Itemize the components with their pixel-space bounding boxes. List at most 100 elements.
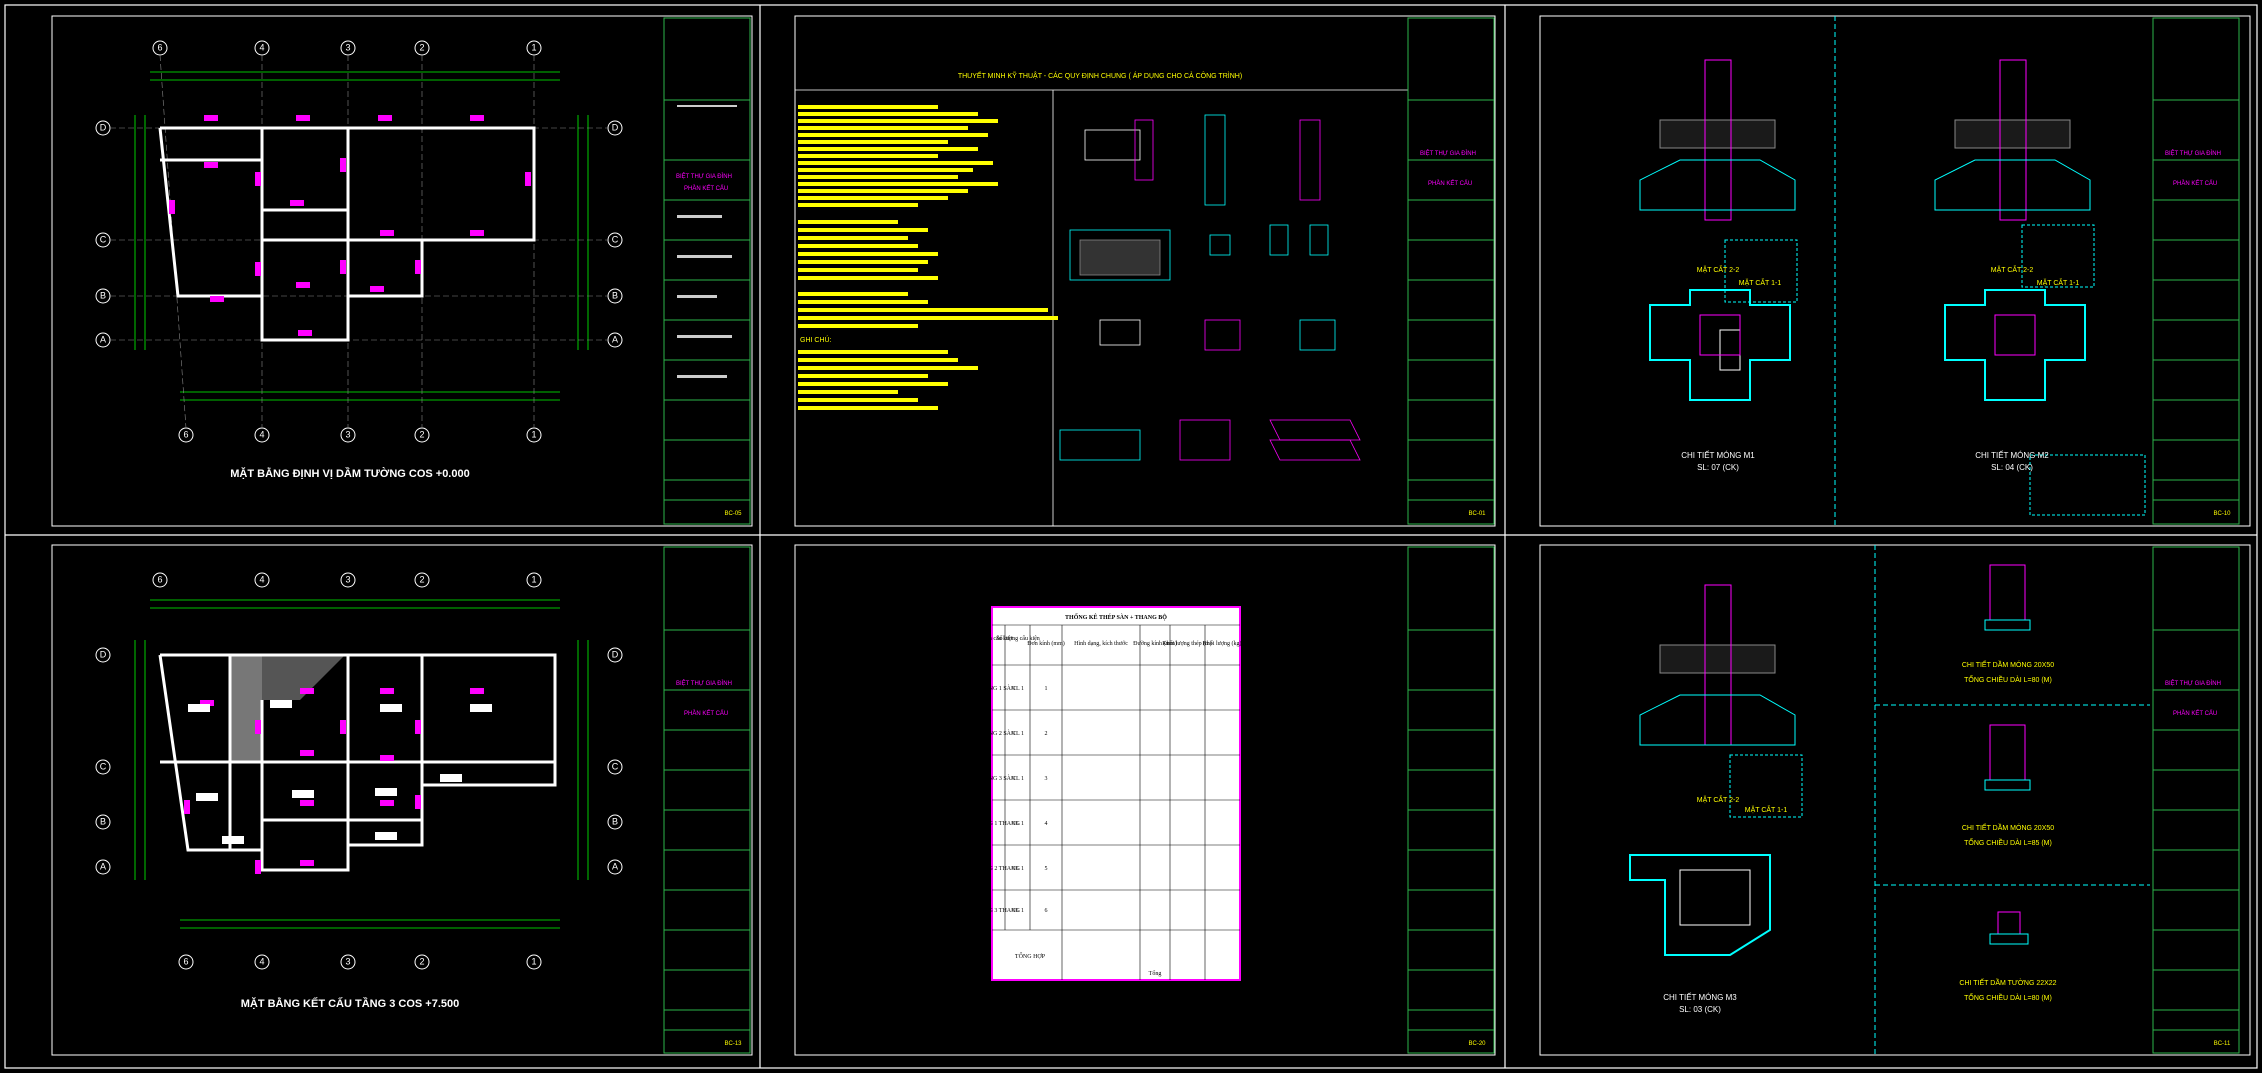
axis-label: D — [100, 122, 107, 132]
layout-grid — [4, 4, 2258, 1069]
sheet-code: BC-05 — [724, 511, 742, 517]
sheet-code: BC-13 — [724, 1041, 742, 1047]
sheet-general-notes: THUYẾT MINH KỸ THUẬT - CÁC QUY ĐỊNH CHUN… — [794, 15, 1496, 527]
rebar-detail-sketches — [1059, 114, 1361, 461]
table-header: Đường kính (mm) — [1133, 640, 1177, 647]
table-header: Hình dạng, kích thước — [1074, 641, 1128, 647]
title-block: BIỆT THỰ GIA ĐÌNH PHẦN KẾT CẤU BC-11 — [2152, 546, 2240, 1054]
table-summary-total: Tổng — [1149, 970, 1162, 977]
axis-label: 2 — [419, 42, 424, 52]
beam-title: CHI TIẾT DẦM MÓNG 20X50 — [1962, 822, 2054, 832]
table-cell: TẦNG 2 THANG — [976, 864, 1020, 872]
table-header: Tên cấu kiện — [983, 635, 1014, 642]
table-cell: TẦNG 1 SÀN — [981, 684, 1016, 692]
axis-label: A — [100, 334, 106, 344]
table-cell: 3 — [1045, 776, 1048, 782]
table-cell: CL 1 — [1012, 731, 1024, 737]
sheet-code: BC-20 — [1468, 1041, 1486, 1047]
beam-title: CHI TIẾT DẦM TƯỜNG 22X22 — [1959, 977, 2056, 987]
axis-label: B — [612, 290, 618, 300]
table-rows: TẦNG 1 SÀN CL 1 1 TẦNG 2 SÀN CL 1 2 TẦNG… — [976, 684, 1161, 977]
sheet-floor3-plan: 6 4 3 2 1 6 4 3 2 1 D C B A D C B A — [51, 544, 753, 1056]
axis-label: 1 — [531, 574, 536, 584]
notes-text-block — [798, 105, 1058, 410]
table-cell: 4 — [1045, 821, 1048, 827]
detail-title: CHI TIẾT MÓNG M1 — [1681, 450, 1755, 460]
section-label: MẶT CẮT 1-1 — [1745, 805, 1788, 814]
detail-sub: SL: 04 (CK) — [1991, 463, 2033, 472]
axis-label: B — [100, 290, 106, 300]
table-cell: 2 — [1045, 731, 1048, 737]
axis-label: B — [612, 816, 618, 826]
axis-label: C — [100, 761, 107, 771]
section-label: MẶT CẮT 2-2 — [1697, 795, 1740, 804]
axis-label: 1 — [531, 956, 536, 966]
title-block: BC-20 — [1407, 546, 1495, 1054]
title-block: BIỆT THỰ GIA ĐÌNH PHẦN KẾT CẤU BC-10 — [2152, 17, 2240, 525]
table-cell: 5 — [1045, 866, 1048, 872]
beam-title: CHI TIẾT DẦM MÓNG 20X50 — [1962, 659, 2054, 669]
beam-sub: TỔNG CHIỀU DÀI L=80 (M) — [1964, 992, 2052, 1002]
tb-part-label: PHẦN KẾT CẤU — [684, 185, 728, 192]
detail-title: CHI TIẾT MÓNG M2 — [1975, 450, 2049, 460]
axis-label: 1 — [531, 42, 536, 52]
table-header: Khối lượng (kg) — [1202, 640, 1241, 647]
table-cell: CL 1 — [1012, 776, 1024, 782]
axis-label: 4 — [259, 42, 264, 52]
axis-label: 6 — [157, 574, 162, 584]
drawing-title: MẶT BẰNG ĐỊNH VỊ DẦM TƯỜNG COS +0.000 — [230, 467, 469, 480]
tb-project-label: BIỆT THỰ GIA ĐÌNH — [2165, 149, 2221, 157]
axis-label: 1 — [531, 429, 536, 439]
table-cell: TẦNG 2 SÀN — [981, 729, 1016, 737]
axis-label: A — [100, 861, 106, 871]
axis-label: A — [612, 334, 618, 344]
axis-label: 3 — [345, 429, 350, 439]
sheet-code: BC-01 — [1468, 511, 1486, 517]
sheet-footing-details: MẶT CẮT 2-2 MẶT CẮT 1-1 MẶT CẮT 2-2 MẶT … — [1539, 15, 2251, 527]
axis-label: 3 — [345, 574, 350, 584]
table-cell: CL 1 — [1012, 686, 1024, 692]
tb-project-label: BIỆT THỰ GIA ĐÌNH — [676, 679, 732, 687]
axis-label: 4 — [259, 574, 264, 584]
axis-label: 4 — [259, 956, 264, 966]
section-label: MẶT CẮT 1-1 — [1739, 278, 1782, 287]
table-cell: CL 1 — [1012, 821, 1024, 827]
table-cell: CL 1 — [1012, 866, 1024, 872]
axis-label: 3 — [345, 956, 350, 966]
axis-label: 3 — [345, 42, 350, 52]
tb-part-label: PHẦN KẾT CẤU — [684, 710, 728, 717]
axis-label: 6 — [157, 42, 162, 52]
sheet-footing-beams: MẶT CẮT 2-2 MẶT CẮT 1-1 CHI TIẾT MÓNG M3… — [1539, 544, 2251, 1056]
tb-project-label: BIỆT THỰ GIA ĐÌNH — [676, 172, 732, 180]
table-header: Đơn kính (mm) — [1027, 640, 1065, 647]
title-block: BIỆT THỰ GIA ĐÌNH PHẦN KẾT CẤU BC-13 — [663, 546, 751, 1054]
steel-table — [991, 606, 1241, 981]
beam-sub: TỔNG CHIỀU DÀI L=85 (M) — [1964, 837, 2052, 847]
notes-title: THUYẾT MINH KỸ THUẬT - CÁC QUY ĐỊNH CHUN… — [958, 70, 1242, 80]
table-cell: 6 — [1045, 908, 1048, 914]
tb-part-label: PHẦN KẾT CẤU — [2173, 180, 2217, 187]
detail-sub: SL: 07 (CK) — [1697, 463, 1739, 472]
axis-label: D — [612, 649, 619, 659]
table-cell: TẦNG 3 THANG — [976, 906, 1020, 914]
axis-label: C — [100, 234, 107, 244]
axis-label: 4 — [259, 429, 264, 439]
axis-label: A — [612, 861, 618, 871]
section-label: MẶT CẮT 2-2 — [1697, 265, 1740, 274]
table-cell: TẦNG 1 THANG — [976, 819, 1020, 827]
section-label: MẶT CẮT 1-1 — [2037, 278, 2080, 287]
axis-label: B — [100, 816, 106, 826]
sheet-foundation-plan: BIỆT THỰ GIA ĐÌNH PHẦN KẾT CẤU BC-05 6 4… — [51, 15, 753, 527]
slab-elevation-tags — [188, 700, 492, 844]
table-header: Khối lượng thép (m) — [1162, 640, 1212, 647]
sheet-code: BC-10 — [2213, 511, 2231, 517]
notes-header: GHI CHÚ: — [800, 335, 832, 344]
axis-label: 2 — [419, 956, 424, 966]
beam-marks — [169, 115, 531, 336]
axis-label: 2 — [419, 429, 424, 439]
axis-label: C — [612, 761, 619, 771]
table-summary-label: TỔNG HỢP — [1015, 952, 1046, 960]
tb-project-label: BIỆT THỰ GIA ĐÌNH — [1420, 149, 1476, 157]
axis-label: C — [612, 234, 619, 244]
